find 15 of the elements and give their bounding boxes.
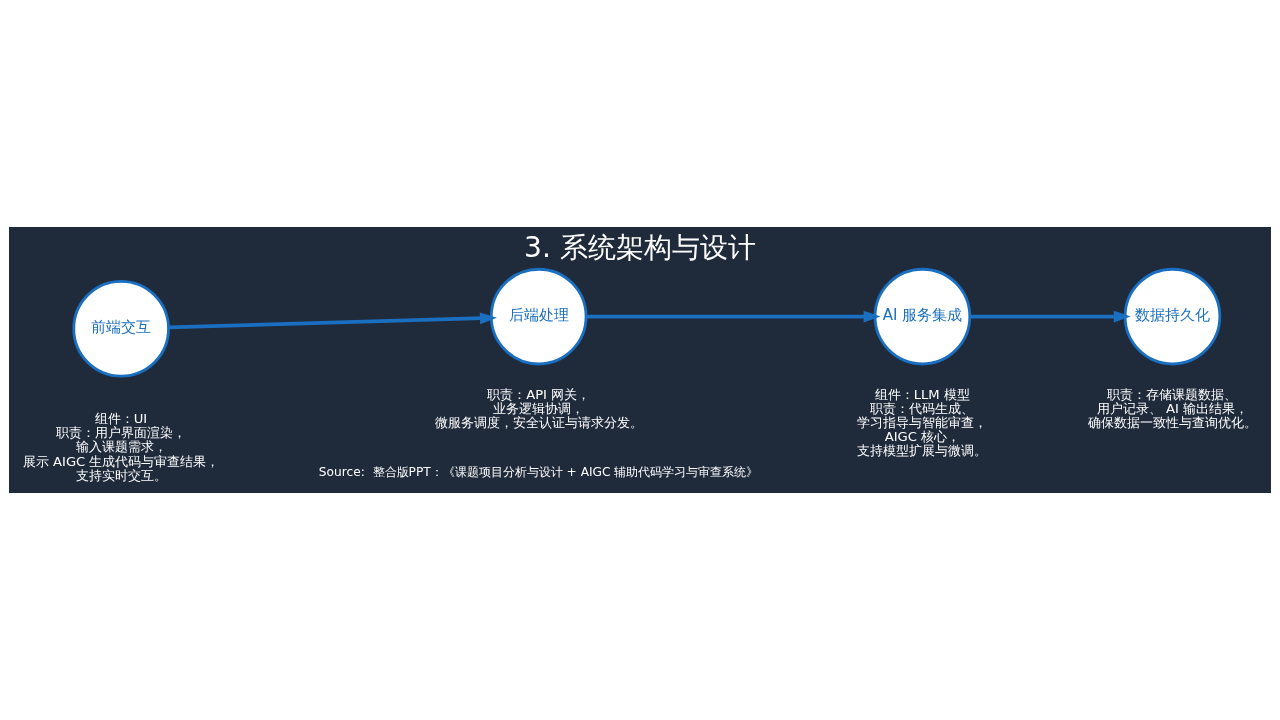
node-label: 组件 : UI <box>95 411 148 427</box>
arrow <box>970 310 1131 323</box>
node-label: 职责：代码生成、学习指导与智能审查， AIGC 核心，支持模型扩展与微调。 <box>857 400 988 459</box>
node-circle: 前端交互 <box>72 280 170 378</box>
node-circle: AI 服务集成 <box>873 267 972 366</box>
node-label: 职责：用户界面渲染，输入课题需求，展示 AIGC 生成代码与审查结果，支持实时交互。 <box>22 425 220 483</box>
node-label: 组件 : LLM 模型 <box>874 386 970 402</box>
arrow <box>586 310 881 323</box>
diagram-title: 3. 系统架构与设计 <box>524 231 756 265</box>
node-label: 职责：API 网关，业务逻辑协调，微服务调度，安全认证与请求分发。 <box>434 386 643 431</box>
arrow <box>168 312 497 330</box>
caption: Source: 整合版PPT：《课题项目分析与设计 + AIGC 辅助代码学习与审查系统》 <box>318 464 759 479</box>
node-circle: 后端处理 <box>489 267 588 366</box>
node-label: 职责：存储课题数据、用户记录、 AI 输出结果，确保数据一致性与查询优化。 <box>1087 386 1257 431</box>
node-circle: 数据持久化 <box>1123 267 1222 366</box>
